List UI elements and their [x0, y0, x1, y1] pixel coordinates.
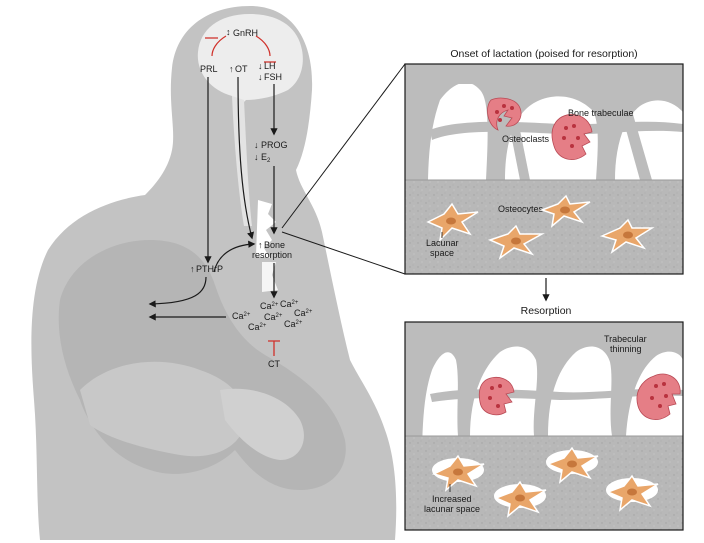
- lh-label: ↓ LH: [258, 61, 276, 71]
- osteocytes-label: Osteocytes: [498, 204, 544, 214]
- calcium-ions: Ca2+ Ca2+ Ca2+ Ca2+ Ca2+ Ca2+ Ca2+: [232, 299, 313, 332]
- prl-label: PRL: [200, 64, 218, 74]
- ct-label: CT: [268, 359, 280, 369]
- pthrp-to-bone-arrow: [213, 240, 256, 273]
- osteocyte: [545, 446, 599, 484]
- svg-text:E2: E2: [261, 152, 271, 164]
- svg-text:Lacunar: Lacunar: [426, 238, 459, 248]
- bone-trabeculae-label: Bone trabeculae: [568, 108, 634, 118]
- svg-text:resorption: resorption: [252, 250, 292, 260]
- lacunar-space-label: Lacunar space: [426, 232, 459, 258]
- svg-text:Ca2+: Ca2+: [294, 308, 313, 318]
- gnrh-prl-inhibition: [205, 35, 227, 57]
- svg-text:Ca2+: Ca2+: [232, 311, 251, 321]
- osteoclasts-label: Osteoclasts: [502, 134, 550, 144]
- osteocyte: [487, 224, 545, 260]
- svg-text:GnRH: GnRH: [233, 28, 258, 38]
- osteocyte: [599, 218, 655, 254]
- ct-inhibition: [268, 340, 280, 356]
- svg-text:Ca2+: Ca2+: [248, 322, 267, 332]
- svg-text:FSH: FSH: [264, 72, 282, 82]
- svg-text:↓: ↓: [254, 140, 259, 150]
- svg-text:Increased: Increased: [432, 494, 472, 504]
- resorption-label: Resorption: [521, 305, 572, 317]
- pthrp-label: ↑ PTHrP: [190, 264, 223, 274]
- svg-text:OT: OT: [235, 64, 248, 74]
- increased-lacunar-space-label: Increased lacunar space: [424, 484, 480, 514]
- gnrh-lh-inhibition: [255, 35, 276, 63]
- brain-shape: [197, 14, 303, 226]
- svg-text:lacunar space: lacunar space: [424, 504, 480, 514]
- osteocyte: [431, 454, 485, 492]
- trabecular-thinning-label: Trabecular thinning: [604, 334, 647, 354]
- ot-label: ↑ OT: [229, 64, 248, 74]
- svg-text:Trabecular: Trabecular: [604, 334, 647, 344]
- infant-silhouette: [58, 240, 346, 490]
- svg-text:thinning: thinning: [610, 344, 642, 354]
- svg-text:Ca2+: Ca2+: [280, 299, 299, 309]
- zoom-lines: [281, 63, 406, 275]
- prog-label: ↓ PROG: [254, 140, 288, 150]
- svg-text:↕: ↕: [226, 27, 231, 37]
- svg-text:Ca2+: Ca2+: [264, 312, 283, 322]
- svg-text:PTHrP: PTHrP: [196, 264, 223, 274]
- svg-text:↑: ↑: [229, 64, 234, 74]
- osteoclast: [636, 373, 681, 420]
- svg-text:↑: ↑: [190, 264, 195, 274]
- osteocyte: [426, 202, 479, 243]
- svg-text:↑: ↑: [258, 240, 263, 250]
- top-panel-title: Onset of lactation (poised for resorptio…: [450, 48, 637, 60]
- osteocyte: [605, 474, 659, 512]
- svg-text:↓: ↓: [254, 152, 259, 162]
- osteocyte: [493, 480, 547, 518]
- svg-text:Bone: Bone: [264, 240, 285, 250]
- bone-resorption-label: ↑ Bone resorption: [252, 240, 292, 260]
- svg-text:↓: ↓: [258, 61, 263, 71]
- svg-text:↓: ↓: [258, 72, 263, 82]
- svg-text:Ca2+: Ca2+: [260, 301, 279, 311]
- fsh-label: ↓ FSH: [258, 72, 282, 82]
- ot-to-bone-arrow: [237, 76, 255, 240]
- pthrp-to-milk-arrow: [148, 276, 207, 308]
- svg-text:PROG: PROG: [261, 140, 288, 150]
- bottom-panel-frame: [404, 321, 684, 531]
- e2-label: ↓ E2: [254, 152, 271, 164]
- osteoclast: [551, 114, 593, 160]
- osteocyte: [539, 194, 591, 228]
- top-panel-frame: [404, 63, 684, 275]
- gnrh-label: ↕ GnRH: [226, 27, 258, 38]
- svg-text:Ca2+: Ca2+: [284, 319, 303, 329]
- svg-text:LH: LH: [264, 61, 276, 71]
- osteoclast: [487, 97, 522, 131]
- svg-text:space: space: [430, 248, 454, 258]
- osteoclast: [478, 376, 515, 416]
